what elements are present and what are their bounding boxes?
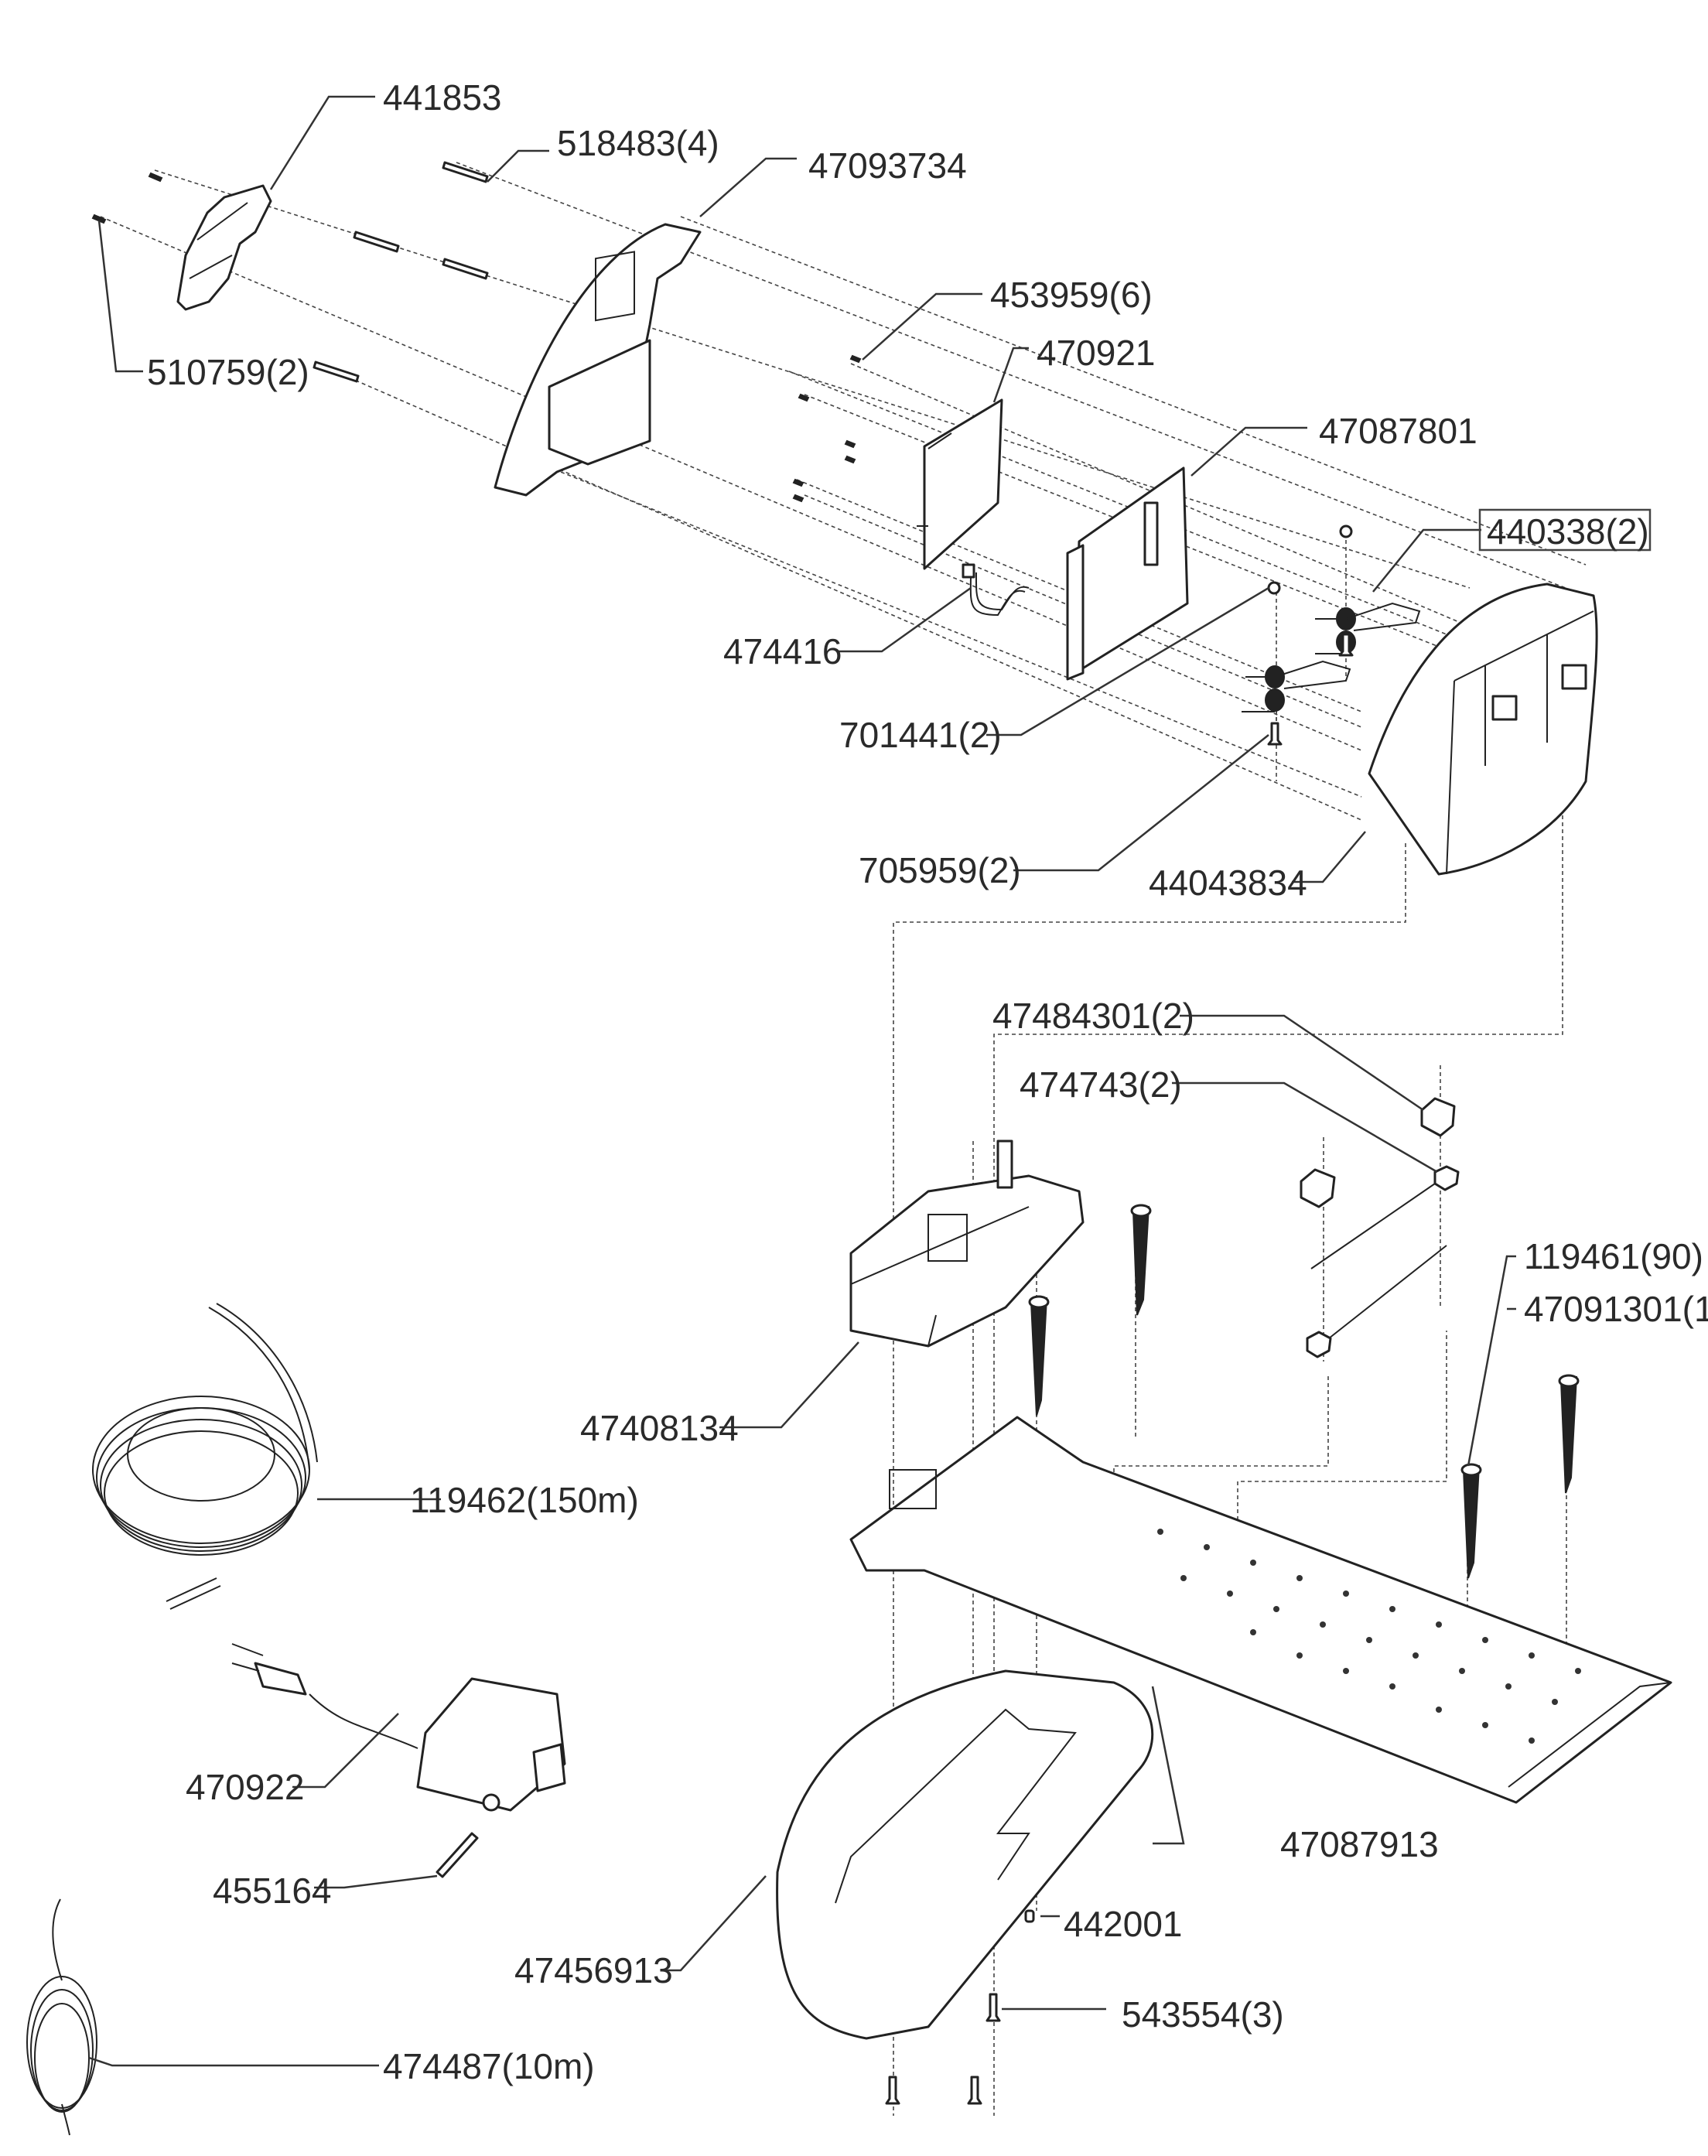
label-47456913[interactable]: 47456913 xyxy=(514,1950,673,1990)
label-47484301[interactable]: 47484301(2) xyxy=(992,996,1194,1036)
part-cover-plate[interactable] xyxy=(176,184,272,311)
label-453959[interactable]: 453959(6) xyxy=(990,275,1153,315)
part-spacer[interactable] xyxy=(1024,1909,1035,1923)
part-boundary-wire-coil[interactable] xyxy=(92,1303,318,1610)
label-543554[interactable]: 543554(3) xyxy=(1122,1994,1284,2035)
label-440338[interactable]: 440338(2) xyxy=(1487,511,1649,552)
label-47093734[interactable]: 47093734 xyxy=(808,145,967,186)
part-cable-connector[interactable] xyxy=(1306,1165,1460,1358)
label-44043834[interactable]: 44043834 xyxy=(1149,863,1307,903)
screw-icon xyxy=(792,354,862,503)
nut-icon xyxy=(1267,524,1353,595)
label-47091301[interactable]: 47091301(1) xyxy=(1524,1289,1708,1329)
label-47087801[interactable]: 47087801 xyxy=(1319,411,1477,451)
label-474487[interactable]: 474487(10m) xyxy=(383,2046,595,2086)
label-470922[interactable]: 470922 xyxy=(186,1767,305,1807)
label-705959[interactable]: 705959(2) xyxy=(859,850,1021,890)
label-701441[interactable]: 701441(2) xyxy=(839,715,1002,755)
part-base-plate[interactable] xyxy=(776,1669,1154,2040)
label-441853[interactable]: 441853 xyxy=(383,77,502,118)
part-cable-harness[interactable] xyxy=(962,563,1030,617)
part-transformer[interactable] xyxy=(0,1643,566,1812)
screw-icon xyxy=(91,172,163,224)
label-510759[interactable]: 510759(2) xyxy=(147,352,309,392)
label-518483[interactable]: 518483(4) xyxy=(557,123,719,163)
part-circuit-board[interactable] xyxy=(917,398,1003,570)
label-474743[interactable]: 474743(2) xyxy=(1020,1064,1182,1105)
part-front-cover[interactable] xyxy=(1368,583,1598,876)
part-screw[interactable] xyxy=(885,1993,1001,2105)
label-47087913[interactable]: 47087913 xyxy=(1280,1824,1439,1864)
label-442001[interactable]: 442001 xyxy=(1064,1904,1183,1944)
part-clip[interactable] xyxy=(1300,1097,1456,1208)
part-housing-arch[interactable] xyxy=(494,223,702,497)
part-spring-contact[interactable] xyxy=(1242,602,1421,712)
label-119461[interactable]: 119461(90) xyxy=(1524,1236,1703,1276)
part-labels: 441853 518483(4) 47093734 510759(2) 4539… xyxy=(147,77,1708,2086)
screw-icon xyxy=(1267,633,1354,746)
part-ground-peg[interactable] xyxy=(1028,1204,1580,1579)
pin-icon xyxy=(313,161,489,383)
label-455164[interactable]: 455164 xyxy=(213,1871,332,1911)
leader-lines xyxy=(88,95,1516,2067)
label-474416[interactable]: 474416 xyxy=(723,631,842,671)
part-extension-cable[interactable] xyxy=(26,1898,97,2136)
label-119462[interactable]: 119462(150m) xyxy=(410,1480,639,1520)
label-47408134[interactable]: 47408134 xyxy=(580,1408,739,1448)
label-470921[interactable]: 470921 xyxy=(1037,333,1156,373)
part-base-housing[interactable] xyxy=(849,1140,1085,1348)
part-bracket-plate[interactable] xyxy=(1066,466,1189,681)
part-charging-plate[interactable] xyxy=(849,1416,1672,1804)
label-highlight-box xyxy=(1478,508,1652,552)
ventilation-dots xyxy=(1157,1529,1581,1744)
part-fuse[interactable] xyxy=(436,1832,479,1878)
